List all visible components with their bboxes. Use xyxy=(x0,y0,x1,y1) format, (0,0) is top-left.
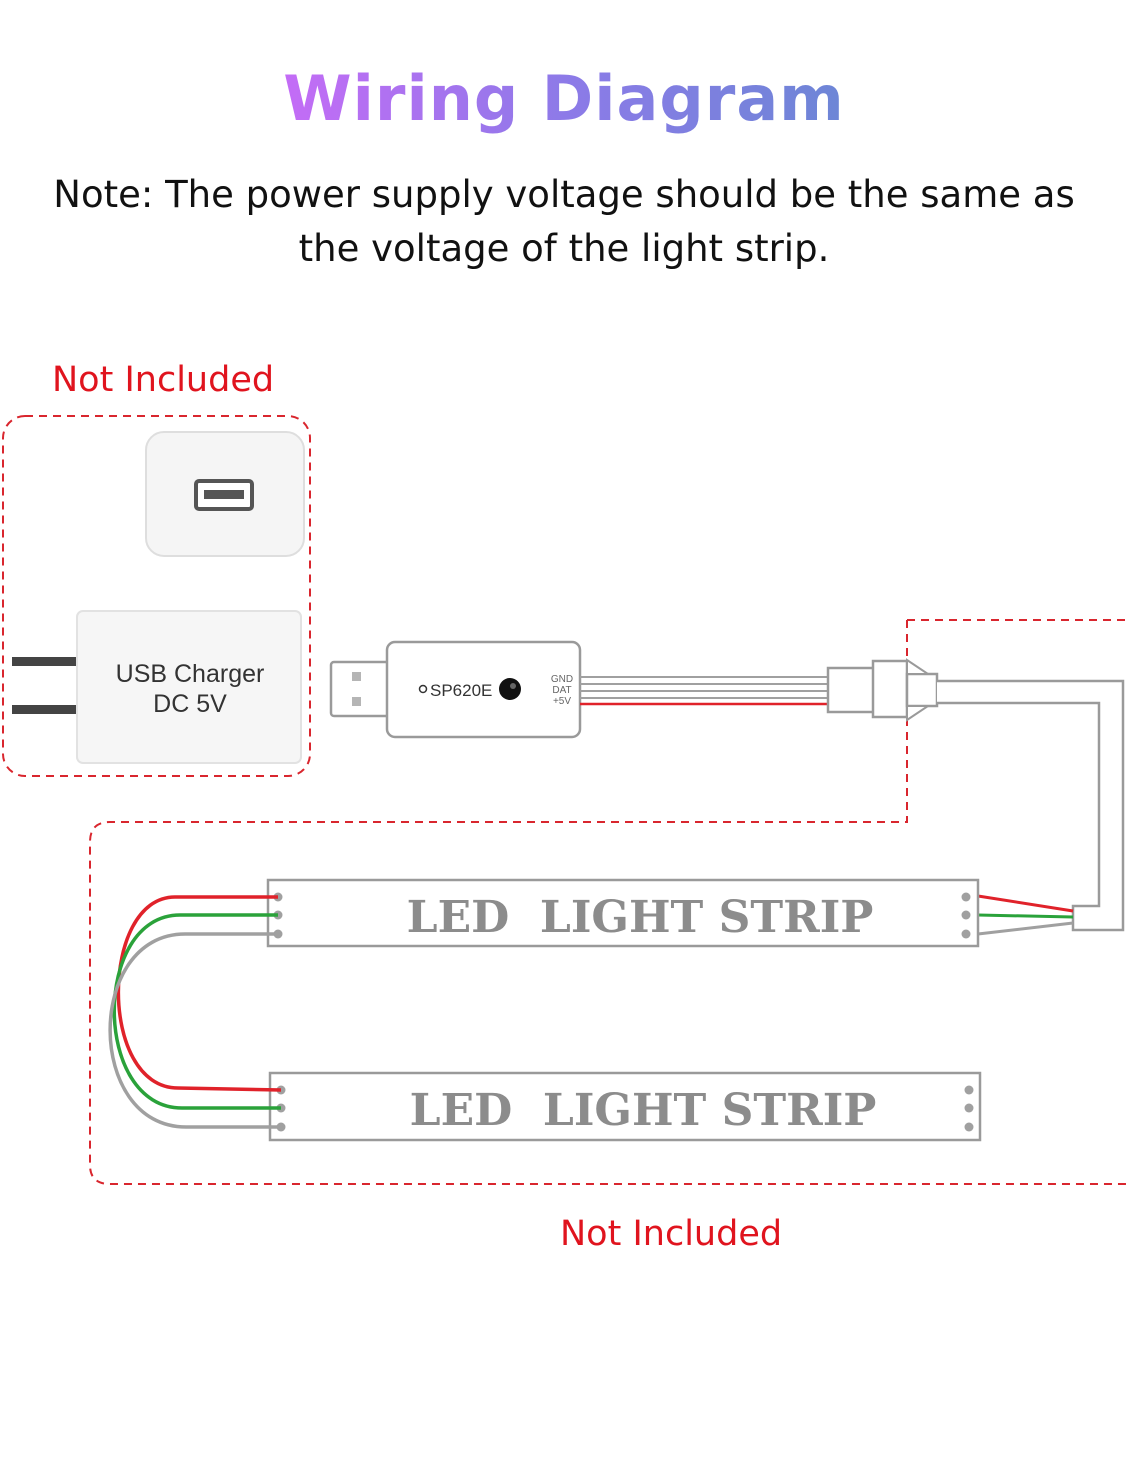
usb-charger-port-face xyxy=(145,431,305,557)
jst-connector xyxy=(826,658,939,722)
pin-label-5v: +5V xyxy=(553,696,571,707)
sp620e-controller: SP620E GND DAT +5V xyxy=(329,640,582,739)
not-included-label-charger: Not Included xyxy=(52,360,275,400)
usb-plug xyxy=(329,660,391,718)
strip-end-wires xyxy=(977,894,1074,936)
plug-prong-top xyxy=(12,657,78,666)
led-strip-2-label: LED LIGHT STRIP xyxy=(410,1085,877,1136)
extension-cable xyxy=(937,679,1125,932)
plug-prong-bottom xyxy=(12,705,78,714)
usb-charger: USB Charger DC 5V xyxy=(12,610,302,764)
strips-dashed-region xyxy=(89,619,1128,1185)
led-strip-1-label: LED LIGHT STRIP xyxy=(407,892,874,943)
led-strip-1: LED LIGHT STRIP xyxy=(266,878,980,948)
controller-button xyxy=(499,678,521,700)
charger-label-line2: DC 5V xyxy=(153,690,227,718)
strip-jumper-wires xyxy=(108,895,282,1129)
voltage-note: Note: The power supply voltage should be… xyxy=(53,173,1075,270)
controller-cable xyxy=(580,676,830,706)
pin-label-gnd: GND xyxy=(551,674,573,685)
led-strip-2: LED LIGHT STRIP xyxy=(268,1071,982,1142)
not-included-label-strips: Not Included xyxy=(560,1214,783,1254)
diagram-title: Wiring Diagram xyxy=(283,62,845,135)
charger-label-line1: USB Charger xyxy=(116,660,265,688)
charger-dashed-box xyxy=(2,415,311,777)
pin-label-dat: DAT xyxy=(552,685,571,696)
controller-model-label: SP620E xyxy=(430,681,492,700)
